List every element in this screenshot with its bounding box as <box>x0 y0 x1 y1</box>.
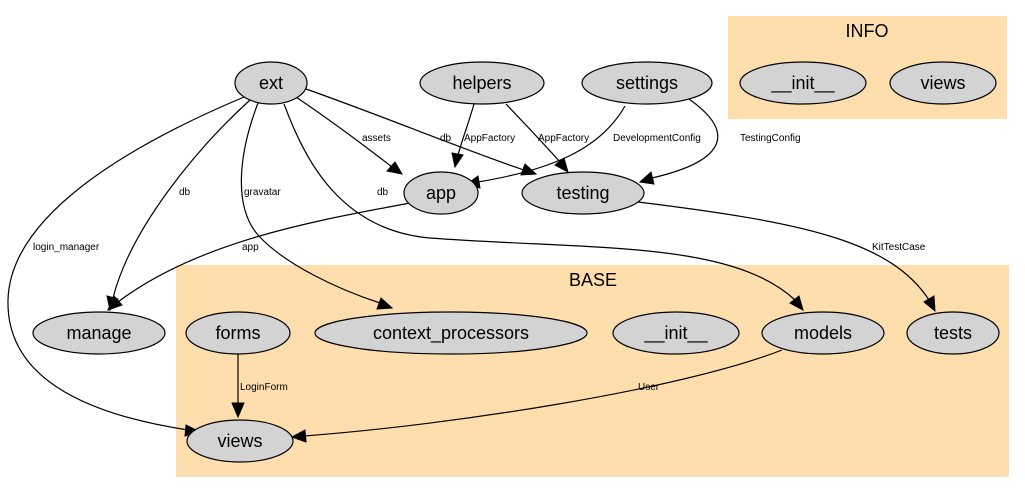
edge-line <box>283 103 796 301</box>
edge-arrowhead <box>638 171 655 185</box>
node-testing: testing <box>521 171 645 215</box>
node-label: views <box>920 73 965 93</box>
edge-ext-context-processors: gravatar <box>240 102 394 310</box>
edge-helpers-app: AppFactory <box>451 103 515 169</box>
node-views: views <box>186 419 294 463</box>
edge-settings-testing: TestingConfig <box>638 96 801 185</box>
edge-line <box>7 96 245 431</box>
node-label: tests <box>934 323 972 343</box>
edge-line <box>457 103 475 156</box>
edge-arrowhead <box>923 295 936 313</box>
cluster-base-title: BASE <box>569 270 617 290</box>
node-label: app <box>426 183 456 203</box>
nodes: ext helpers settings app testing manage … <box>32 61 1000 463</box>
edge-arrowhead <box>386 161 403 175</box>
node-label: manage <box>66 323 131 343</box>
node-label: context_processors <box>373 323 529 344</box>
node-label: forms <box>216 323 261 343</box>
node-label: settings <box>616 73 678 93</box>
cluster-base: BASE <box>176 265 1009 477</box>
edge-label: gravatar <box>244 187 281 198</box>
edge-label: app <box>242 242 259 253</box>
edge-label: AppFactory <box>464 133 515 144</box>
edge-label: User <box>638 382 660 393</box>
cluster-info-title: INFO <box>846 21 889 41</box>
edge-arrowhead <box>789 295 804 312</box>
node-label: models <box>794 323 852 343</box>
node-helpers: helpers <box>419 61 545 105</box>
edge-line <box>112 99 251 299</box>
node-info-views: views <box>889 61 997 105</box>
edge-line <box>505 103 561 163</box>
edge-label: assets <box>362 133 391 144</box>
edge-label: DevelopmentConfig <box>613 133 701 144</box>
edge-label: KitTestCase <box>872 242 926 253</box>
node-label: ext <box>259 73 283 93</box>
node-app: app <box>403 171 479 215</box>
edge-label: TestingConfig <box>740 133 801 144</box>
edge-app-manage: app <box>107 202 411 311</box>
node-manage: manage <box>32 311 166 355</box>
edge-line <box>305 88 525 171</box>
edge-label: db <box>377 187 389 198</box>
node-label: __init__ <box>643 323 708 344</box>
edge-forms-views: LoginForm <box>231 353 288 419</box>
edge-line <box>477 105 626 183</box>
edge-arrowhead <box>290 429 307 443</box>
node-label: __init__ <box>770 73 835 94</box>
node-forms: forms <box>185 311 291 355</box>
edge-label: login_manager <box>33 242 100 253</box>
edge-label: LoginForm <box>240 382 288 393</box>
edge-label: AppFactory <box>538 133 589 144</box>
edge-models-views: User <box>290 349 783 443</box>
edge-ext-views: login_manager <box>7 96 245 437</box>
edge-arrowhead <box>231 402 245 419</box>
node-ext: ext <box>234 61 308 105</box>
edges: login_manager db gravatar db assets <box>7 88 936 443</box>
edge-arrowhead <box>107 295 123 311</box>
edge-line <box>295 96 393 168</box>
node-settings: settings <box>581 61 713 105</box>
edge-ext-models: db <box>283 103 804 312</box>
node-tests: tests <box>906 311 1000 355</box>
node-label: helpers <box>452 73 511 93</box>
node-label: testing <box>556 183 609 203</box>
edge-ext-app: assets <box>295 96 403 175</box>
edge-label: db <box>440 133 452 144</box>
edge-line <box>303 349 783 437</box>
edge-line <box>651 96 719 179</box>
edge-testing-tests: KitTestCase <box>637 201 936 313</box>
edge-arrowhead <box>554 157 569 174</box>
node-info-init: __init__ <box>739 61 867 105</box>
node-base-init: __init__ <box>612 311 740 355</box>
node-context-processors: context_processors <box>314 311 588 355</box>
edge-line <box>117 202 411 303</box>
edge-helpers-testing: AppFactory <box>505 103 589 174</box>
edge-line <box>637 201 930 301</box>
edge-line <box>240 102 381 304</box>
node-models: models <box>761 311 885 355</box>
node-label: views <box>217 431 262 451</box>
edge-arrowhead <box>376 297 394 310</box>
edge-label: db <box>179 187 191 198</box>
edge-arrowhead <box>451 152 464 169</box>
